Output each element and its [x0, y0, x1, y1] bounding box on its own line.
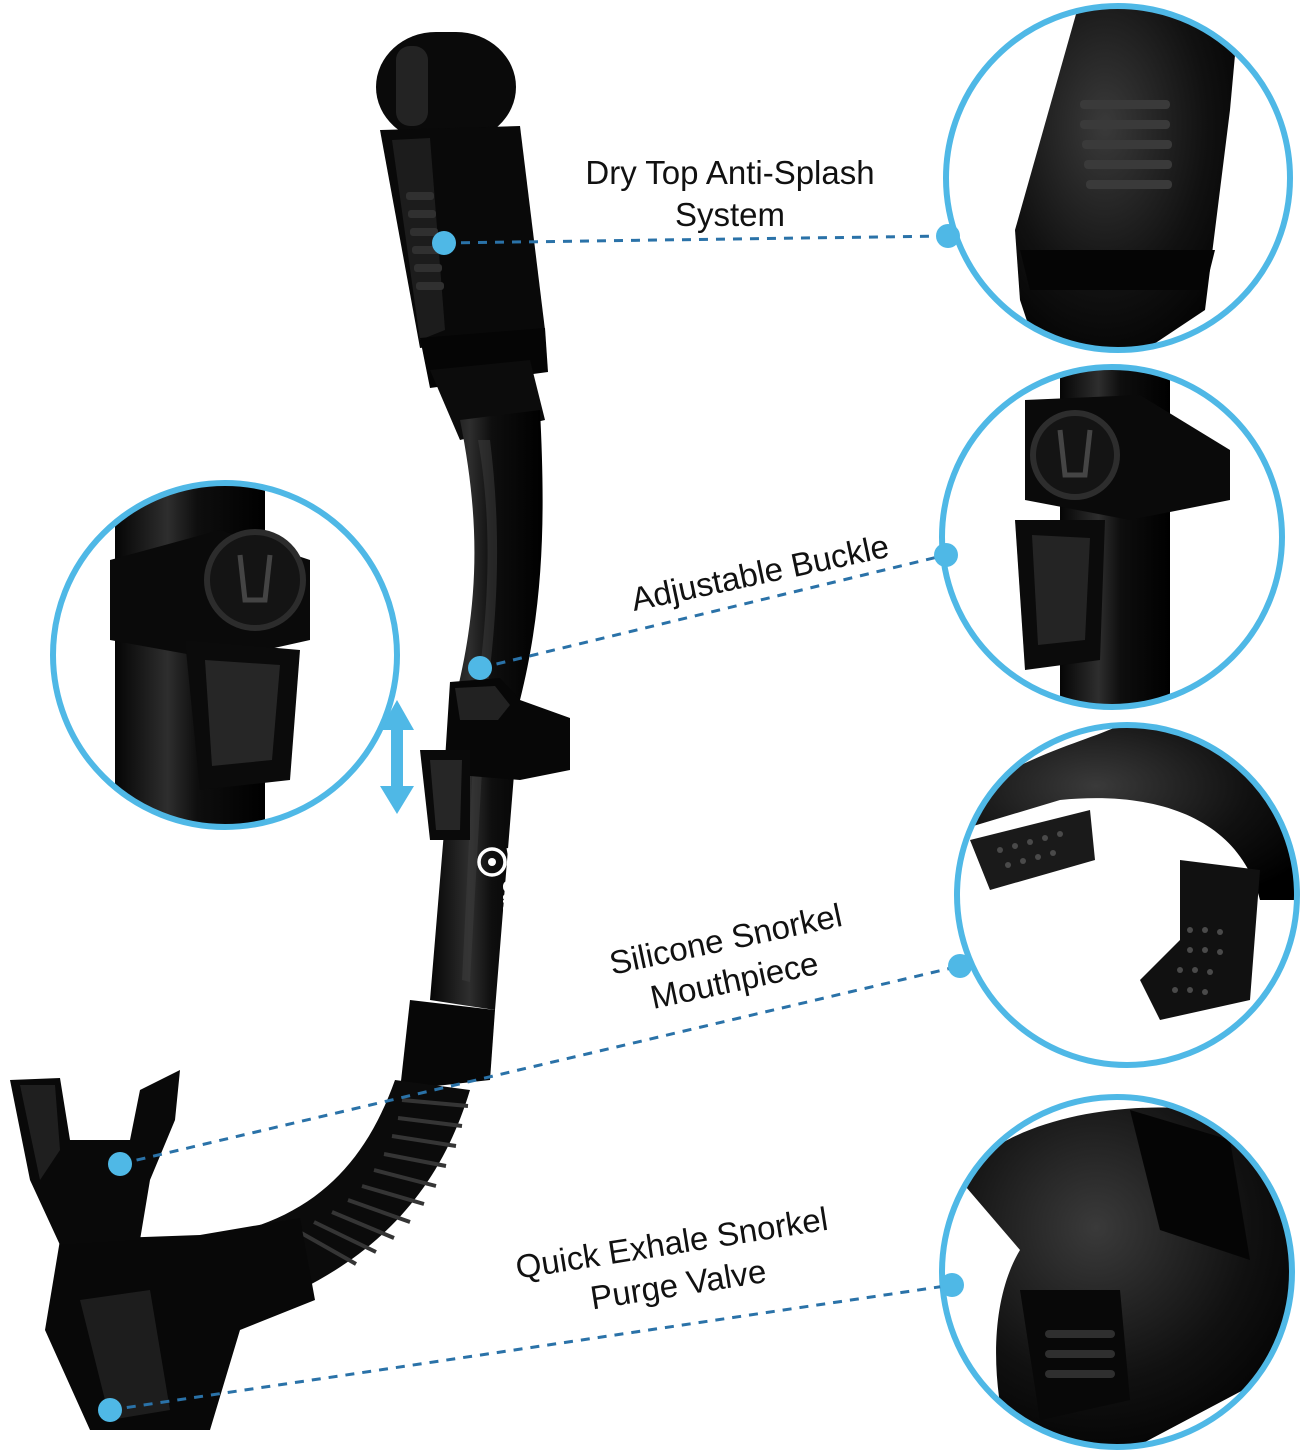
dot-mouthpiece-zoom — [948, 954, 972, 978]
callout-dots — [98, 224, 972, 1422]
callout-dry-top: Dry Top Anti-Splash System — [545, 152, 915, 236]
zoom-dry-top — [943, 3, 1293, 353]
vent-slots — [406, 192, 444, 290]
callout-dry-top-line2: System — [674, 196, 786, 233]
callout-dry-top-line1: Dry Top Anti-Splash — [585, 154, 875, 191]
leader-buckle — [479, 553, 947, 670]
brand-name: Odoland — [499, 880, 518, 949]
zoom-purge-valve — [939, 1094, 1295, 1450]
dot-buckle-product — [468, 656, 492, 680]
zoom-buckle-left — [50, 480, 400, 830]
dot-dry-top-zoom — [936, 224, 960, 248]
snorkel-body: Odoland — [10, 32, 570, 1430]
adjust-arrow-icon — [380, 700, 414, 814]
dot-purge-product — [98, 1398, 122, 1422]
dot-dry-top-product — [432, 231, 456, 255]
zoom-mouthpiece — [954, 722, 1300, 1068]
brand-logo: Odoland — [477, 847, 518, 949]
zoom-buckle-right — [939, 364, 1285, 710]
dot-purge-zoom — [940, 1273, 964, 1297]
dot-mouthpiece-product — [108, 1152, 132, 1176]
buckle-clip — [420, 678, 570, 840]
leader-mouthpiece — [119, 964, 961, 1166]
dot-buckle-zoom — [934, 543, 958, 567]
leader-lines — [109, 234, 961, 1412]
leader-purge-valve — [109, 1283, 953, 1412]
